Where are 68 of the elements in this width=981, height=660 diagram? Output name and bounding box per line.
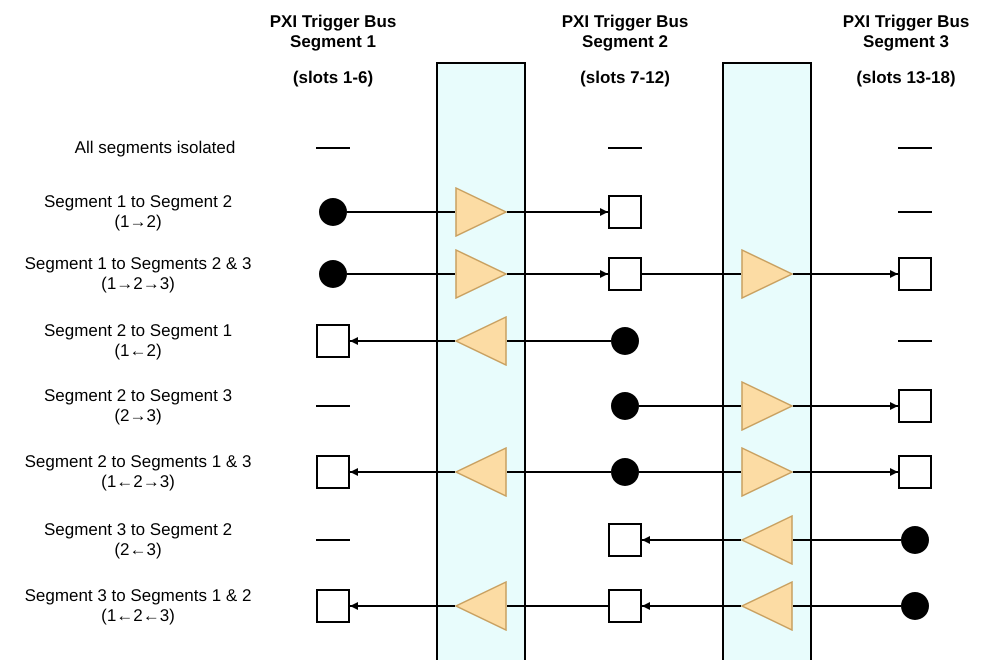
slot-range: (slots 7-12) [579, 68, 671, 88]
connector-line [642, 273, 741, 275]
row-label: Segment 2 to Segment 3 [42, 386, 234, 405]
buffer-triangle [741, 447, 793, 497]
arrow [350, 337, 455, 345]
column-heading: PXI Trigger Bus Segment 3 [842, 12, 970, 52]
arrow [350, 602, 455, 610]
connector-line [639, 405, 741, 407]
source-dot [611, 327, 639, 355]
source-dot [319, 198, 347, 226]
column-heading: PXI Trigger Bus Segment 1 [268, 12, 398, 52]
buffer-triangle [741, 381, 793, 431]
connector-line [793, 605, 901, 607]
direction-notation: (2←3) [113, 540, 163, 559]
arrow [642, 602, 741, 610]
buffer-triangle [455, 187, 507, 237]
arrow [793, 402, 898, 410]
connector-line [507, 340, 611, 342]
row-label: Segment 2 to Segment 1 [42, 321, 234, 340]
buffer-triangle [455, 316, 507, 366]
connector-line [347, 211, 455, 213]
source-dot [901, 526, 929, 554]
buffer-triangle [741, 515, 793, 565]
row-label: All segments isolated [74, 138, 236, 157]
direction-notation: (2→3) [113, 406, 163, 425]
direction-notation: (1←2) [113, 341, 163, 360]
buffer-triangle [455, 249, 507, 299]
source-dot [901, 592, 929, 620]
buffer-triangle [455, 447, 507, 497]
arrow [350, 468, 455, 476]
source-dot [611, 392, 639, 420]
receiver-square [608, 589, 642, 623]
column-heading: PXI Trigger Bus Segment 2 [560, 12, 690, 52]
row-label: Segment 3 to Segment 2 [42, 520, 234, 539]
row-label: Segment 1 to Segment 2 [42, 192, 234, 211]
receiver-square [898, 455, 932, 489]
connector-line [793, 539, 901, 541]
row-label: Segment 2 to Segments 1 & 3 [24, 452, 252, 471]
connector-line [507, 605, 608, 607]
buffer-triangle [455, 581, 507, 631]
row-label: Segment 3 to Segments 1 & 2 [24, 586, 252, 605]
arrow [507, 208, 608, 216]
direction-notation: (1→2→3) [100, 274, 176, 293]
receiver-square [608, 195, 642, 229]
slot-range: (slots 13-18) [855, 68, 957, 88]
receiver-square [316, 324, 350, 358]
arrow [642, 536, 741, 544]
slot-range: (slots 1-6) [292, 68, 374, 88]
buffer-triangle [741, 249, 793, 299]
receiver-square [608, 523, 642, 557]
row-label: Segment 1 to Segments 2 & 3 [24, 254, 252, 273]
receiver-square [898, 257, 932, 291]
source-dot [319, 260, 347, 288]
receiver-square [608, 257, 642, 291]
arrow [793, 270, 898, 278]
source-dot [611, 458, 639, 486]
arrow [793, 468, 898, 476]
connector-line [507, 471, 611, 473]
connector-line [347, 273, 455, 275]
direction-notation: (1←2→3) [100, 472, 176, 491]
receiver-square [898, 389, 932, 423]
direction-notation: (1←2←3) [100, 606, 176, 625]
buffer-triangle [741, 581, 793, 631]
receiver-square [316, 589, 350, 623]
connector-line [639, 471, 741, 473]
direction-notation: (1→2) [113, 212, 163, 231]
arrow [507, 270, 608, 278]
receiver-square [316, 455, 350, 489]
